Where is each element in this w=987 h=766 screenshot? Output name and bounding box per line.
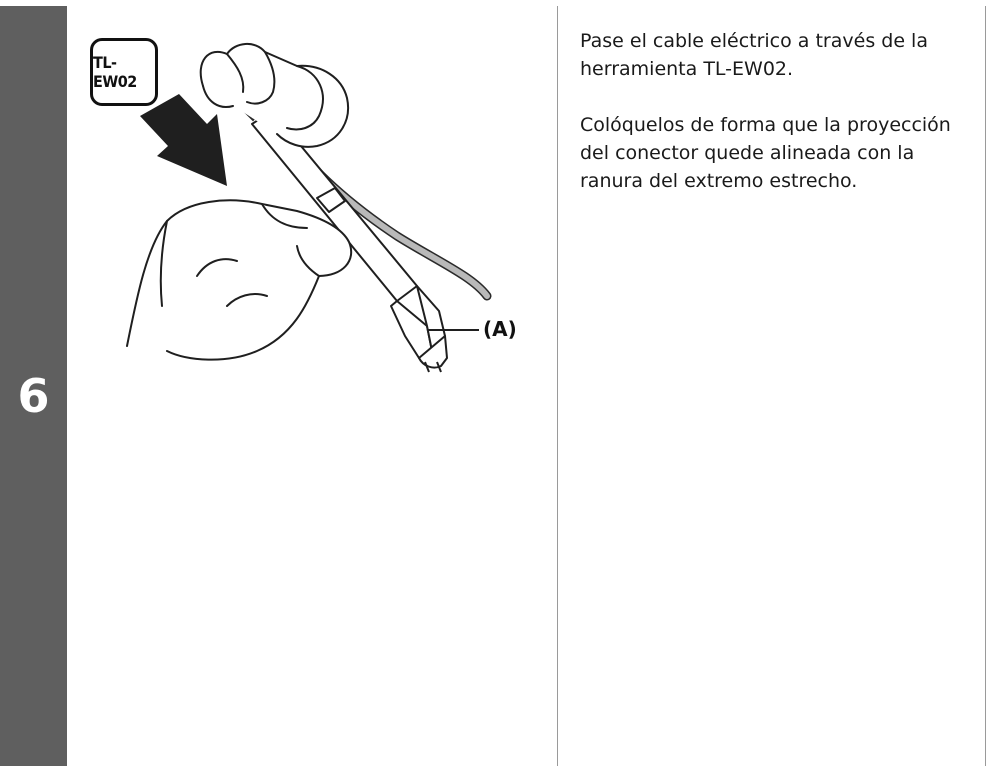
insert-direction-arrow-icon bbox=[140, 94, 227, 186]
lower-hand bbox=[126, 199, 353, 361]
instruction-cell: Pase el cable eléctrico a través de la h… bbox=[558, 6, 986, 766]
instruction-paragraph-2: Colóquelos de forma que la proyección de… bbox=[580, 114, 951, 192]
upper-hand bbox=[199, 43, 350, 148]
callout-label-a: (A) bbox=[483, 317, 517, 341]
tl-ew02-tool bbox=[251, 110, 448, 373]
tool-label-badge: TL-EW02 bbox=[90, 38, 158, 106]
tool-insertion-illustration bbox=[126, 43, 492, 373]
tool-label-text: TL-EW02 bbox=[93, 53, 137, 91]
illustration-cell: TL-EW02 (A) bbox=[67, 6, 558, 766]
instruction-paragraph-1: Pase el cable eléctrico a través de la h… bbox=[580, 30, 928, 80]
step-number-band: 6 bbox=[0, 6, 67, 766]
step-number: 6 bbox=[17, 369, 50, 423]
